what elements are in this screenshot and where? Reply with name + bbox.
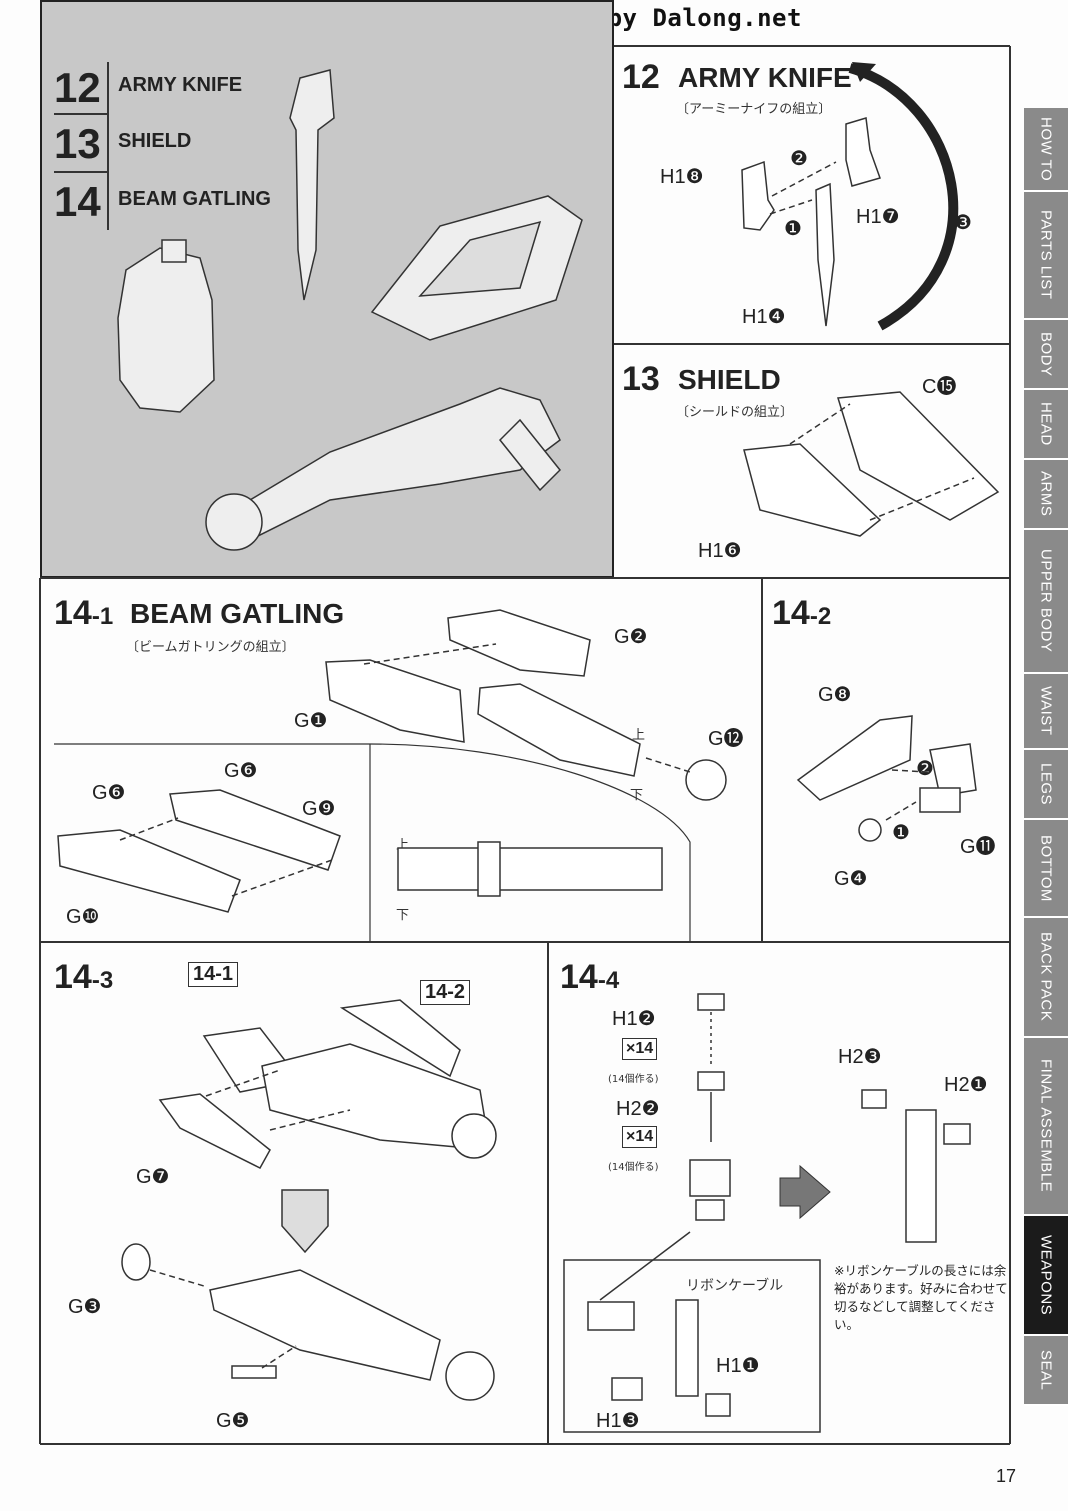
tab-parts-list[interactable]: PARTS LIST [1024, 192, 1068, 320]
part-g-6b: G❻ [92, 782, 126, 804]
part-g-2: G❷ [614, 626, 648, 648]
part-h2-2: H2❷ [616, 1098, 660, 1120]
marker-1: ❶ [784, 218, 802, 240]
tab-seal[interactable]: SEAL [1024, 1336, 1068, 1406]
part-h1-4: H1❹ [742, 306, 786, 328]
step-13-subtitle: 〔シールドの組立〕 [676, 405, 794, 420]
tab-weapons[interactable]: WEAPONS [1024, 1216, 1068, 1336]
ribbon-cable-label: リボンケーブル [686, 1278, 784, 1294]
part-g-3: G❸ [68, 1296, 102, 1318]
multiplier-2-note: (14個作る) [608, 1162, 659, 1173]
ref-14-1: 14-1 [188, 962, 239, 987]
ribbon-cable-note: ※リボンケーブルの長さには余裕があります。好みに合わせて切るなどして調整してくだ… [834, 1263, 1008, 1332]
step-14-2-number: 14-2 [772, 594, 832, 632]
overview-num-14: 14 [54, 178, 101, 225]
part-h2-3: H2❸ [838, 1046, 882, 1068]
part-h1-8: H1❽ [660, 166, 704, 188]
step-14-1-title: BEAM GATLING [130, 598, 345, 629]
part-h1-3: H1❸ [596, 1410, 640, 1432]
part-g-4: G❹ [834, 868, 868, 890]
multiplier-1-note: (14個作る) [608, 1074, 659, 1085]
tab-body[interactable]: BODY [1024, 320, 1068, 390]
part-h1-6: H1❻ [698, 540, 742, 562]
marker-14-2-1: ❶ [892, 822, 910, 844]
overview-label-shield: SHIELD [118, 130, 192, 152]
step-12-number: 12 [622, 58, 660, 96]
ref-14-2: 14-2 [420, 980, 471, 1005]
step-12-title: ARMY KNIFE [678, 62, 852, 93]
part-g-6a: G❻ [224, 760, 258, 782]
part-g-8: G❽ [818, 684, 852, 706]
step-14-1-number: 14-1 [54, 594, 114, 632]
part-h1-7: H1❼ [856, 206, 900, 228]
orient-up-2: 上 [396, 838, 410, 853]
tab-arms[interactable]: ARMS [1024, 460, 1068, 530]
tab-waist[interactable]: WAIST [1024, 674, 1068, 750]
marker-3: ❸ [954, 212, 972, 234]
step-13-number: 13 [622, 360, 660, 398]
step-14-4-number: 14-4 [560, 958, 620, 996]
page-number: 17 [996, 1466, 1017, 1486]
tab-back-pack[interactable]: BACK PACK [1024, 918, 1068, 1038]
part-g-7: G❼ [136, 1166, 170, 1188]
orient-down-1: 下 [630, 788, 644, 803]
part-g-10: G❿ [66, 906, 100, 928]
overview-num-12: 12 [54, 64, 101, 111]
part-g-12: G⓬ [708, 728, 744, 750]
step-14-1-subtitle: 〔ビームガトリングの組立〕 [126, 640, 295, 655]
part-h1-1: H1❶ [716, 1355, 760, 1377]
tab-upper-body[interactable]: UPPER BODY [1024, 530, 1068, 674]
step-14-3-number: 14-3 [54, 958, 114, 996]
part-g-11: G⓫ [960, 836, 996, 858]
part-h2-1: H2❶ [944, 1074, 988, 1096]
orient-down-2: 下 [396, 908, 410, 923]
part-h1-2: H1❷ [612, 1008, 656, 1030]
tab-head[interactable]: HEAD [1024, 390, 1068, 460]
tab-final-assemble[interactable]: FINAL ASSEMBLE [1024, 1038, 1068, 1216]
overview-num-13: 13 [54, 120, 101, 167]
overview-label-army-knife: ARMY KNIFE [118, 74, 243, 96]
step-13-title: SHIELD [678, 364, 781, 395]
marker-2: ❷ [790, 148, 808, 170]
tab-how-to[interactable]: HOW TO [1024, 108, 1068, 192]
part-c-15: C⓯ [922, 376, 957, 398]
part-g-9: G❾ [302, 798, 336, 820]
part-g-1: G❶ [294, 710, 328, 732]
tab-bottom[interactable]: BOTTOM [1024, 820, 1068, 918]
tab-legs[interactable]: LEGS [1024, 750, 1068, 820]
orient-up-1: 上 [632, 728, 646, 743]
part-g-5: G❺ [216, 1410, 250, 1432]
multiplier-1: ×14 [622, 1038, 658, 1060]
marker-14-2-2: ❷ [916, 758, 934, 780]
section-tabs: HOW TO PARTS LIST BODY HEAD ARMS UPPER B… [1024, 108, 1068, 1406]
overview-label-beam-gatling: BEAM GATLING [118, 188, 271, 210]
multiplier-2: ×14 [622, 1126, 658, 1148]
step-12-subtitle: 〔アーミーナイフの組立〕 [676, 102, 832, 117]
